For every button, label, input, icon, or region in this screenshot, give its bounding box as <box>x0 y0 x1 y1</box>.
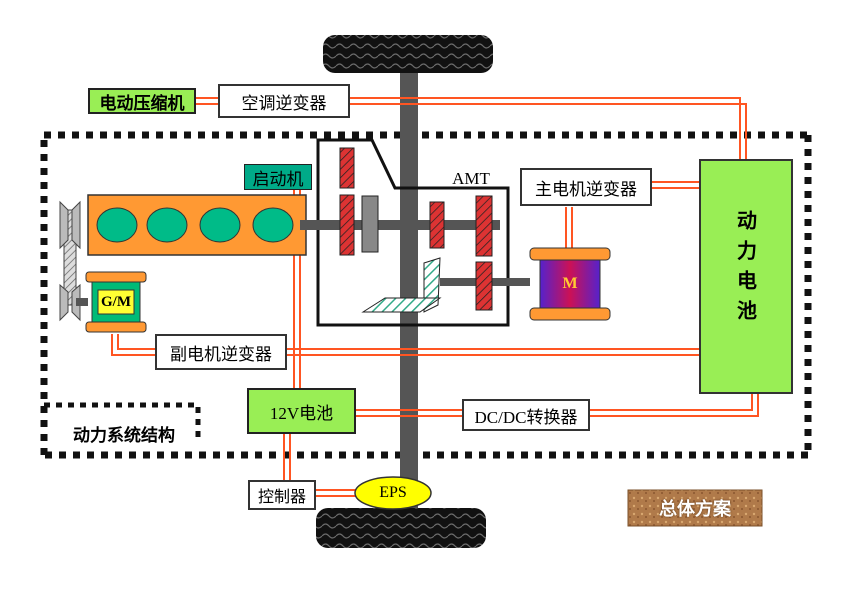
wiring <box>111 97 759 497</box>
powertrain-boundary <box>40 131 812 459</box>
overall-plan-label: 总体方案 <box>659 499 731 520</box>
controller-label: 控制器 <box>248 480 316 510</box>
eps-ellipse <box>354 476 432 510</box>
gm-core <box>97 289 135 315</box>
starter-label: 启动机 <box>244 164 312 190</box>
differential-ring <box>361 297 442 313</box>
motor-body <box>539 259 601 309</box>
gm-flange-bottom <box>85 321 147 333</box>
clutch-disc-lower <box>339 194 355 256</box>
front-tire <box>323 35 493 73</box>
overall-plan-bg <box>627 489 763 527</box>
gear-2 <box>475 195 493 257</box>
steering-shaft <box>400 55 418 530</box>
engine-cylinders <box>96 207 294 243</box>
amt-label: AMT <box>452 169 490 188</box>
motor-flange-bottom <box>529 307 611 321</box>
main-inverter-label: 主电机逆变器 <box>520 168 652 206</box>
battery-12v-label: 12V电池 <box>247 388 356 434</box>
clutch-disc-upper <box>339 147 355 189</box>
power-battery <box>699 159 793 394</box>
ac-compressor-label: 电动压缩机 <box>88 88 196 114</box>
main-motor-label: M <box>562 275 578 292</box>
gear-3 <box>475 261 493 311</box>
front-pulley <box>59 200 81 250</box>
eps-label: EPS <box>379 484 407 501</box>
gm-shaft <box>76 298 88 306</box>
amt-housing <box>316 138 510 327</box>
powertrain-label: 动力系统结构 <box>73 425 175 446</box>
powertrain-label-frame <box>44 402 201 440</box>
input-shaft <box>300 220 500 230</box>
gm-flange-top <box>85 271 147 283</box>
aux-inverter-label: 副电机逆变器 <box>155 334 287 370</box>
motor-flange-top <box>529 247 611 261</box>
rear-tire <box>316 508 486 548</box>
gear-1 <box>429 201 445 249</box>
ac-inverter-label: 空调逆变器 <box>218 84 350 118</box>
power-battery-label: 动力电池 <box>733 210 758 330</box>
rear-pulley <box>59 283 81 322</box>
clutch-plate <box>361 195 379 253</box>
dcdc-label: DC/DC转换器 <box>462 399 590 431</box>
gm-label: G/M <box>101 293 131 310</box>
